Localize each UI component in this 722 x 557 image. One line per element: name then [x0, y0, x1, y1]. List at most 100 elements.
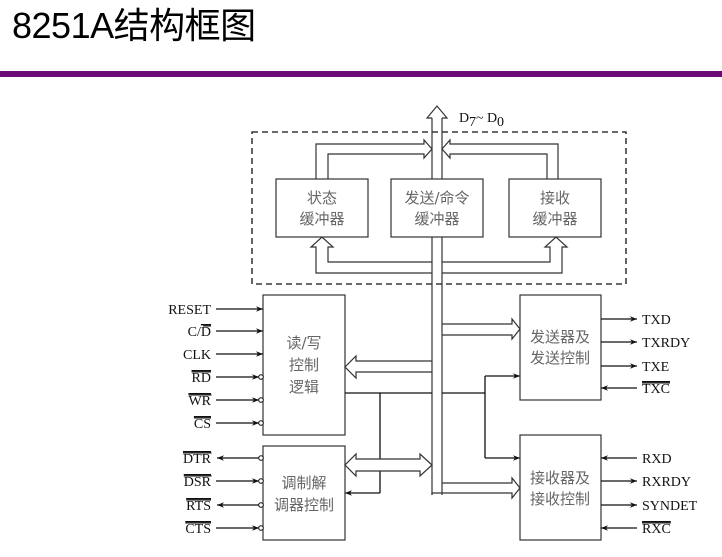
status-buffer-label-2: 缓冲器	[299, 210, 344, 228]
signal-label-reset: RESET	[168, 303, 211, 318]
transmitter-label-2: 发送控制	[530, 349, 590, 367]
rw-control-block: 读/写 控制 逻辑	[262, 294, 346, 436]
signal-name: RXD	[642, 452, 672, 467]
signal-name: RXRDY	[642, 475, 691, 490]
bus-to-transmitter-arrow	[442, 317, 521, 341]
signal-name-overline: WR	[188, 394, 211, 409]
modem-signal-rts: RTS	[186, 499, 264, 514]
receiver-signal-rxrdy: RXRDY	[601, 475, 691, 490]
send-command-buffer-block: 发送/命令 缓冲器	[390, 178, 484, 238]
modem-signal-dsr: DSR	[183, 475, 264, 490]
receive-buffer-label-2: 缓冲器	[532, 210, 577, 228]
transmitter-signal-txd: TXD	[601, 313, 671, 328]
transmitter-block: 发送器及 发送控制	[519, 294, 602, 401]
bus-label-d2: D	[487, 111, 497, 126]
signal-label-dsr: DSR	[184, 475, 212, 490]
bus-to-rw-control-arrow	[344, 354, 432, 380]
control-lines	[345, 373, 520, 496]
receiver-signal-rxd: RXD	[601, 452, 672, 467]
modem-signal-dtr: DTR	[183, 452, 264, 467]
signal-name: CLK	[183, 348, 211, 363]
send-command-buffer-label-1: 发送/命令	[404, 189, 469, 207]
signal-label-txe: TXE	[642, 360, 669, 375]
status-to-bus-arrow	[315, 138, 433, 179]
rw-input-clk: CLK	[183, 348, 263, 363]
active-low-bubble	[258, 502, 264, 508]
status-buffer-label-1: 状态	[307, 189, 337, 207]
modem-control-label-2: 调器控制	[274, 496, 334, 514]
bus-label-d: D	[459, 111, 469, 126]
signal-name: SYNDET	[642, 499, 698, 514]
page-title: 8251A结构框图	[12, 5, 256, 46]
signal-name: TXD	[642, 313, 671, 328]
rw-input-cs: CS	[193, 417, 264, 432]
signal-label-cs: CS	[194, 417, 211, 432]
signal-name-overline: DTR	[183, 452, 212, 467]
receiver-signal-rxc: RXC	[601, 522, 671, 537]
active-low-bubble	[258, 478, 264, 484]
signal-name-overline: CS	[194, 417, 211, 432]
receive-buffer-label-1: 接收	[540, 189, 570, 207]
signal-label-txd: TXD	[642, 313, 671, 328]
send-command-buffer-label-2: 缓冲器	[414, 210, 459, 228]
bus-label-sub-lo: 0	[497, 115, 504, 130]
signal-label-clk: CLK	[183, 348, 211, 363]
receive-to-bus-arrow	[441, 138, 559, 179]
signal-label-rd: RD	[192, 371, 211, 386]
rw-inputs: RESET C/D CLK RD WR CS	[168, 303, 264, 432]
signal-name: RESET	[168, 303, 211, 318]
modem-signal-cts: CTS	[185, 522, 264, 537]
buffer-group-frame	[251, 131, 627, 285]
signal-name-overline: TXC	[642, 382, 670, 397]
receiver-label-2: 接收控制	[530, 490, 590, 508]
active-low-bubble	[258, 525, 264, 531]
rw-input-rd: RD	[191, 371, 264, 386]
signal-label-wr: WR	[188, 394, 211, 409]
receive-buffer-block: 接收 缓冲器	[508, 178, 602, 238]
modem-signals: DTR DSR RTS CTS	[183, 452, 264, 537]
signal-label-rts: RTS	[186, 499, 211, 514]
rw-control-label-3: 逻辑	[289, 378, 319, 396]
rw-control-label-2: 控制	[289, 356, 319, 374]
bus-modem-bidirectional-arrow	[344, 452, 433, 478]
transmitter-signal-txe: TXE	[601, 360, 669, 375]
signal-label-rxrdy: RXRDY	[642, 475, 691, 490]
signal-label-rxd: RXD	[642, 452, 672, 467]
signal-name-overline: CTS	[185, 522, 211, 537]
bus-to-receive-arrow	[442, 236, 569, 274]
data-bus-label: D 7 ~ D 0	[459, 111, 504, 130]
signal-name-overline: DSR	[184, 475, 212, 490]
rw-control-label-1: 读/写	[286, 334, 321, 352]
data-bus	[425, 105, 449, 495]
signal-name: TXE	[642, 360, 669, 375]
signal-label-dtr: DTR	[183, 452, 212, 467]
transmitter-signal-txc: TXC	[601, 382, 670, 397]
transmitter-signal-txrdy: TXRDY	[601, 336, 690, 351]
signal-label-txc: TXC	[642, 382, 670, 397]
receiver-label-1: 接收器及	[530, 469, 590, 487]
signal-label-cts: CTS	[185, 522, 211, 537]
active-low-bubble	[258, 397, 264, 403]
bus-label-sub-hi: 7	[469, 115, 476, 130]
signal-name-overline: RXC	[642, 522, 671, 537]
signal-label-txrdy: TXRDY	[642, 336, 690, 351]
bus-to-status-arrow	[309, 236, 432, 274]
rw-input-wr: WR	[188, 394, 264, 409]
signal-label-syndet: SYNDET	[642, 499, 698, 514]
signal-name: C/	[188, 325, 201, 340]
transmitter-signals: TXD TXRDY TXE TXC	[601, 313, 690, 397]
signal-name: TXRDY	[642, 336, 690, 351]
bus-label-tilde: ~	[476, 111, 484, 126]
transmitter-label-1: 发送器及	[530, 328, 590, 346]
receiver-block: 接收器及 接收控制	[519, 434, 602, 541]
title-divider	[0, 71, 722, 77]
receiver-signal-syndet: SYNDET	[601, 499, 698, 514]
signal-name-overline: RD	[192, 371, 211, 386]
active-low-bubble	[258, 455, 264, 461]
signal-name-overline: D	[201, 325, 211, 340]
bus-to-receiver-arrow	[431, 476, 521, 500]
signal-label-rxc: RXC	[642, 522, 671, 537]
receiver-signals: RXD RXRDY SYNDET RXC	[601, 452, 698, 537]
modem-control-block: 调制解 调器控制	[262, 445, 346, 541]
